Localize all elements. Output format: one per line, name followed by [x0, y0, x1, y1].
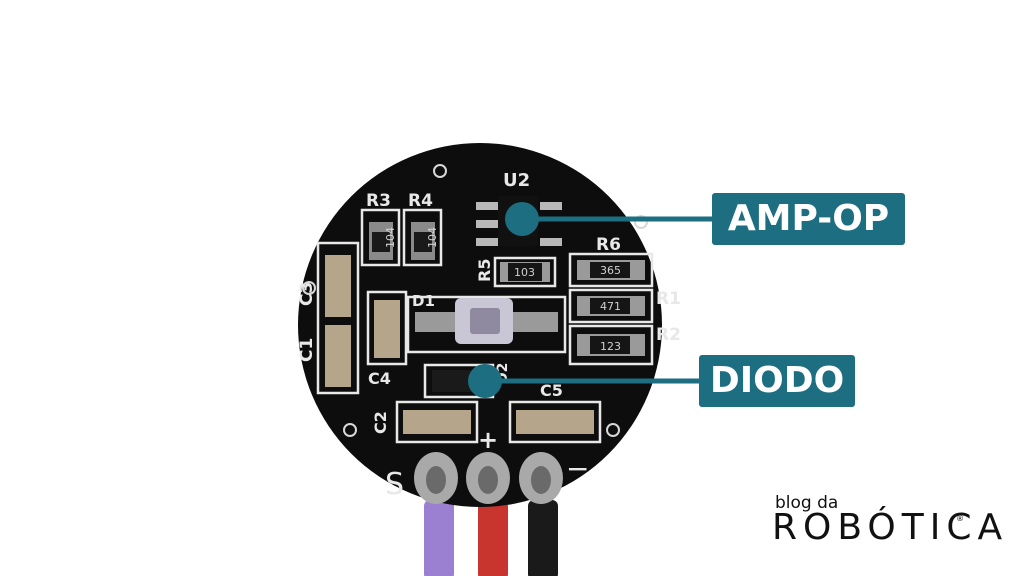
silk-r2: R2 [656, 325, 681, 345]
amp-op-dot [505, 202, 539, 236]
hole-bottom-right [606, 423, 620, 437]
wires [424, 500, 558, 576]
silk-r5: R5 [475, 259, 494, 282]
silk-r3: R3 [366, 191, 391, 211]
silk-r6: R6 [596, 235, 621, 255]
hole-right [634, 215, 648, 229]
silk-d1: D1 [412, 292, 435, 310]
wire-red [478, 500, 508, 576]
wire-purple [424, 500, 454, 576]
brand-logo-name: ROBÓTICA [772, 507, 1009, 548]
silk-c3: C3 [297, 282, 317, 306]
code-365: 365 [600, 264, 621, 277]
brand-registered-mark: ® [956, 514, 964, 523]
silk-outlines [316, 208, 654, 444]
code-471: 471 [600, 300, 621, 313]
code-123: 123 [600, 340, 621, 353]
silk-c1: C1 [297, 338, 317, 362]
wire-black [528, 500, 558, 576]
hole-top [433, 164, 447, 178]
silk-c2: C2 [371, 411, 390, 434]
code-104-left: 104 [384, 227, 397, 248]
silk-s: S [385, 467, 404, 502]
silk-c4: C4 [368, 369, 391, 388]
brand-tagline: blog da [775, 493, 839, 513]
silk-r4: R4 [408, 191, 433, 211]
hole-bottom-left [343, 423, 357, 437]
silk-plus: + [478, 426, 498, 454]
code-103: 103 [514, 266, 535, 279]
code-104-right: 104 [426, 227, 439, 248]
silkscreen-text: U2 R3 R4 R6 R1 R2 R5 C3 C1 C4 C2 C5 D1 D… [297, 170, 681, 502]
diodo-callout: DIODO [699, 355, 855, 407]
silk-minus: − [566, 452, 589, 485]
mounting-holes [302, 164, 648, 437]
silk-r1: R1 [656, 289, 681, 309]
silk-c5: C5 [540, 381, 563, 400]
callout-connectors [468, 202, 712, 398]
amp-op-callout: AMP-OP [712, 193, 905, 245]
component-codes: 104 104 103 365 471 123 [384, 227, 621, 353]
silk-u2: U2 [503, 170, 530, 191]
hole-left [302, 281, 316, 295]
diodo-dot [468, 364, 502, 398]
